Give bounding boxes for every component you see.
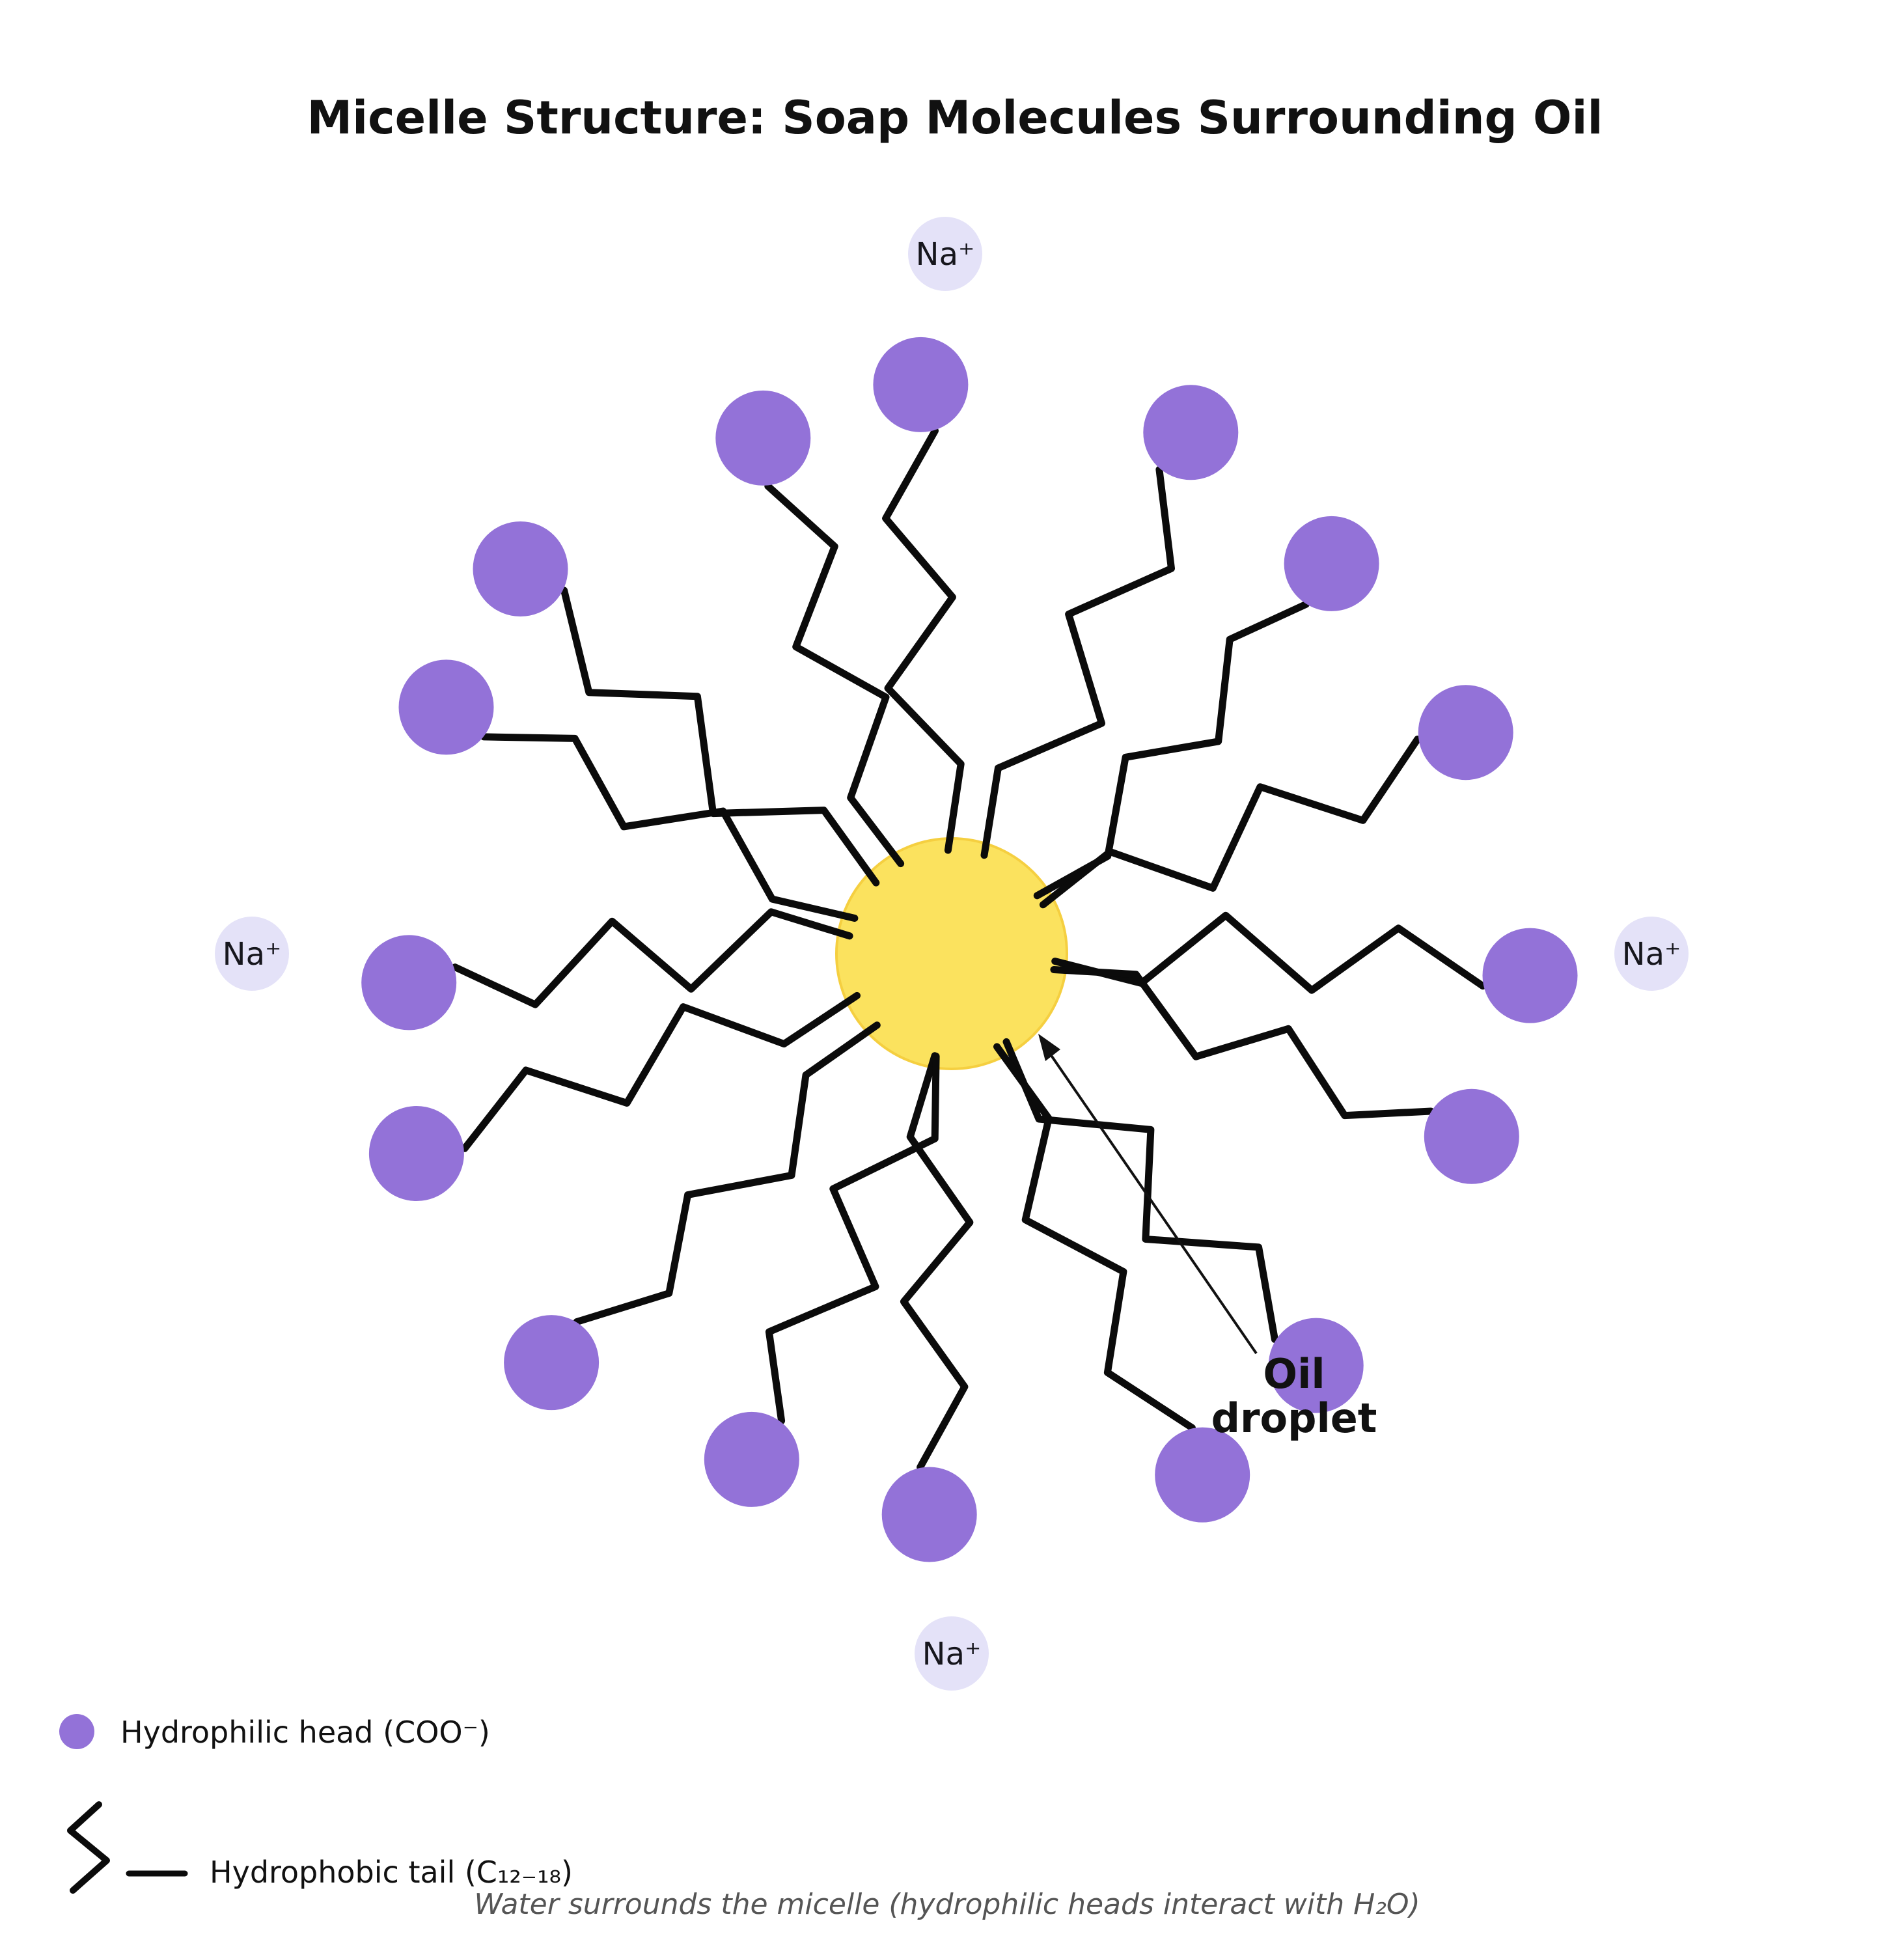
sodium-ion-label: Na⁺ xyxy=(223,936,282,973)
hydrophobic-tail xyxy=(993,1043,1196,1431)
hydrophilic-head xyxy=(368,1106,464,1201)
hydrophilic-head xyxy=(398,659,494,755)
sodium-ion-top: Na⁺ xyxy=(908,217,982,291)
hydrophilic-head xyxy=(881,1467,977,1562)
legend-item-tail: Hydrophobic tail (C₁₂₋₁₈) xyxy=(67,1801,573,1894)
hydrophobic-tail xyxy=(765,1053,940,1425)
hydrophilic-head xyxy=(361,935,457,1030)
hydrophobic-tail xyxy=(573,1021,881,1325)
hydrophilic-head xyxy=(1284,516,1379,611)
hydrophobic-tail xyxy=(1050,966,1435,1120)
sodium-ion-circle xyxy=(915,1616,989,1691)
oil-droplet-annotation: Oil droplet xyxy=(1038,1034,1377,1442)
hydrophilic-head xyxy=(715,390,811,486)
hydrophilic-head xyxy=(704,1411,799,1507)
hydrophilic-head xyxy=(873,337,969,432)
hydrophobic-tail xyxy=(882,427,965,854)
sodium-ion-right: Na⁺ xyxy=(1614,917,1689,991)
hydrophobic-tail xyxy=(1039,736,1422,909)
zigzag-tail-icon xyxy=(67,1801,110,1894)
hydrophobic-tails-group xyxy=(451,427,1487,1471)
water-caption: Water surrounds the micelle (hydrophilic… xyxy=(474,1888,1420,1921)
hydrophobic-tail xyxy=(1051,911,1487,994)
sodium-ion-left: Na⁺ xyxy=(215,917,289,991)
head-circle-icon xyxy=(59,1714,94,1749)
sodium-ion-label: Na⁺ xyxy=(916,236,975,273)
legend: Hydrophilic head (COO⁻) Hydrophobic tail… xyxy=(59,1714,573,1894)
annotation-arrowhead-icon xyxy=(1038,1034,1060,1061)
hydrophilic-head xyxy=(1482,928,1578,1023)
hydrophilic-head xyxy=(504,1315,600,1411)
hydrophobic-tail xyxy=(980,465,1175,859)
sodium-ions-group: Na⁺ Na⁺ Na⁺ Na⁺ xyxy=(215,217,1689,1691)
oil-label-line2: droplet xyxy=(1211,1394,1377,1442)
oil-label-line1: Oil xyxy=(1263,1350,1325,1398)
hydrophobic-tail xyxy=(461,991,861,1152)
hydrophilic-head xyxy=(1268,1318,1364,1413)
hydrophobic-tail xyxy=(480,733,859,922)
annotation-arrow-shaft xyxy=(1049,1053,1258,1355)
hydrophilic-head xyxy=(473,521,568,616)
hydrophobic-tail xyxy=(900,1052,974,1471)
hydrophilic-head xyxy=(1418,685,1513,781)
sodium-ion-bottom: Na⁺ xyxy=(915,1616,989,1691)
legend-item-head: Hydrophilic head (COO⁻) xyxy=(59,1714,490,1750)
hydrophobic-tail xyxy=(764,482,905,868)
page-title: Micelle Structure: Soap Molecules Surrou… xyxy=(307,91,1603,145)
sodium-ion-label: Na⁺ xyxy=(1622,936,1681,973)
sodium-ion-label: Na⁺ xyxy=(922,1636,982,1672)
sodium-ion-circle xyxy=(215,917,289,991)
sodium-ion-circle xyxy=(1614,917,1689,991)
legend-tail-label: Hydrophobic tail (C₁₂₋₁₈) xyxy=(210,1855,573,1890)
sodium-ion-circle xyxy=(908,217,982,291)
hydrophilic-heads-group xyxy=(361,337,1578,1562)
legend-head-label: Hydrophilic head (COO⁻) xyxy=(120,1715,490,1750)
hydrophilic-head xyxy=(1424,1088,1519,1184)
hydrophobic-tail xyxy=(560,587,880,887)
hydrophilic-head xyxy=(1155,1427,1250,1523)
hydrophobic-tail xyxy=(451,908,853,1008)
hydrophobic-tail xyxy=(1002,1038,1278,1343)
hydrophilic-head xyxy=(1143,385,1239,480)
